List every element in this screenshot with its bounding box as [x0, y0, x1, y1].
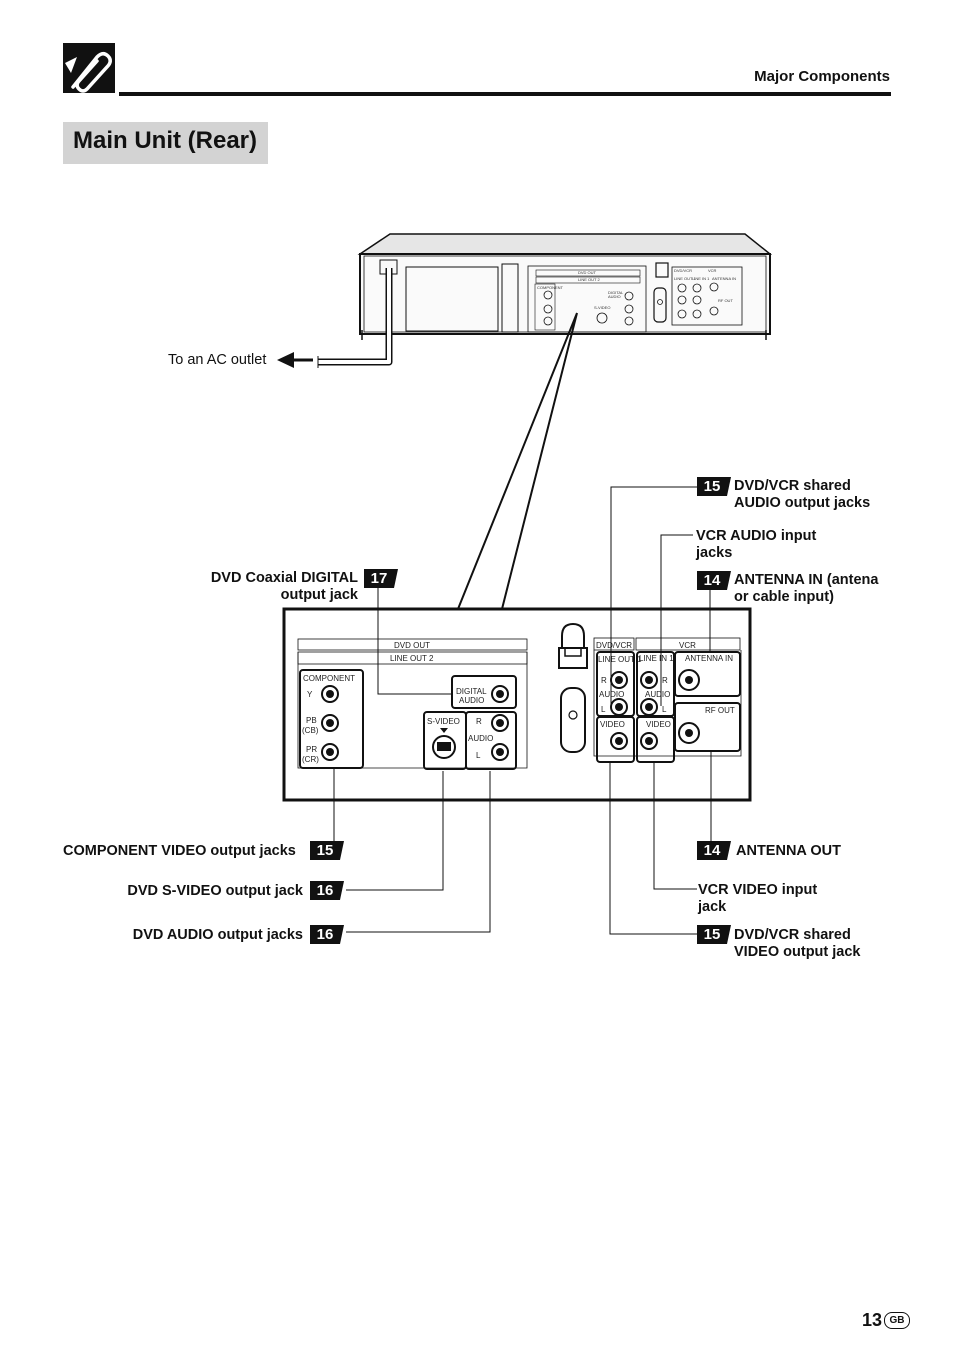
page-number: 13: [862, 1310, 883, 1330]
svg-text:DVD/VCR: DVD/VCR: [596, 641, 632, 650]
svg-text:VIDEO: VIDEO: [646, 720, 671, 729]
title-background: [63, 122, 268, 164]
svg-text:LINE OUT 1: LINE OUT 1: [598, 655, 642, 664]
jacks: [321, 669, 700, 761]
section-name: Major Components: [754, 68, 890, 85]
badge-17: 17: [364, 569, 398, 588]
svg-text:LINE OUT 2: LINE OUT 2: [578, 277, 600, 282]
svg-text:DVD/VCR: DVD/VCR: [674, 268, 692, 273]
svg-text:L: L: [662, 705, 667, 714]
svg-text:(CB): (CB): [302, 726, 319, 735]
antenna-out-label: ANTENNA OUT: [736, 843, 841, 859]
svg-text:AUDIO: AUDIO: [459, 696, 484, 705]
svg-text:AUDIO: AUDIO: [608, 294, 621, 299]
badge-15: 15: [697, 925, 731, 944]
svg-text:Y: Y: [307, 690, 313, 699]
svg-text:AUDIO: AUDIO: [599, 690, 624, 699]
svg-text:PB: PB: [306, 716, 317, 725]
svg-text:DVD OUT: DVD OUT: [394, 641, 430, 650]
header-rule: [119, 92, 891, 96]
svg-text:ANTENNA IN: ANTENNA IN: [685, 654, 733, 663]
component-label: COMPONENT VIDEO output jacks: [63, 843, 296, 859]
badge-16: 16: [310, 881, 344, 900]
svg-text:LINE IN 1: LINE IN 1: [639, 654, 674, 663]
svg-text:R: R: [476, 717, 482, 726]
svg-text:DVD OUT: DVD OUT: [578, 270, 597, 275]
badge-15: 15: [697, 477, 731, 496]
svg-text:AUDIO: AUDIO: [645, 690, 670, 699]
svg-text:PR: PR: [306, 745, 317, 754]
svg-text:L: L: [476, 751, 481, 760]
header-logo-icon: [63, 43, 117, 100]
dvd-audio-label: DVD AUDIO output jacks: [132, 927, 303, 943]
svg-text:RF OUT: RF OUT: [718, 298, 733, 303]
svg-text:VCR: VCR: [708, 268, 717, 273]
svg-text:COMPONENT: COMPONENT: [537, 285, 564, 290]
svg-text:S-VIDEO: S-VIDEO: [594, 305, 610, 310]
svg-text:R: R: [662, 676, 668, 685]
svg-text:RF OUT: RF OUT: [705, 706, 735, 715]
svg-text:LINE OUT 1: LINE OUT 1: [674, 276, 696, 281]
svg-text:VIDEO: VIDEO: [600, 720, 625, 729]
svideo-label: DVD S-VIDEO output jack: [127, 883, 303, 899]
badge-14: 14: [697, 571, 731, 590]
badge-15: 15: [310, 841, 344, 860]
region-badge: GB: [884, 1312, 910, 1329]
svg-text:(CR): (CR): [302, 755, 319, 764]
badge-16: 16: [310, 925, 344, 944]
svg-text:AUDIO: AUDIO: [468, 734, 493, 743]
svg-text:COMPONENT: COMPONENT: [303, 674, 355, 683]
ac-outlet-label: To an AC outlet: [168, 352, 267, 368]
svg-text:S-VIDEO: S-VIDEO: [427, 717, 460, 726]
page-title: Main Unit (Rear): [73, 127, 258, 154]
main-unit-drawing: [357, 233, 773, 340]
svg-text:R: R: [601, 676, 607, 685]
svg-text:DIGITAL: DIGITAL: [608, 290, 624, 295]
svg-text:DIGITAL: DIGITAL: [456, 687, 487, 696]
svg-text:LINE IN 1: LINE IN 1: [692, 276, 710, 281]
svg-text:ANTENNA IN: ANTENNA IN: [712, 276, 736, 281]
svg-text:L: L: [601, 705, 606, 714]
panel-labels: DVD OUT LINE OUT 2 COMPONENT Y PB (CB) P…: [302, 641, 735, 764]
leader-lines: [333, 486, 712, 935]
enlarged-panel: [282, 607, 752, 802]
svg-text:LINE OUT 2: LINE OUT 2: [390, 654, 434, 663]
svg-text:VCR: VCR: [679, 641, 696, 650]
badge-14: 14: [697, 841, 731, 860]
